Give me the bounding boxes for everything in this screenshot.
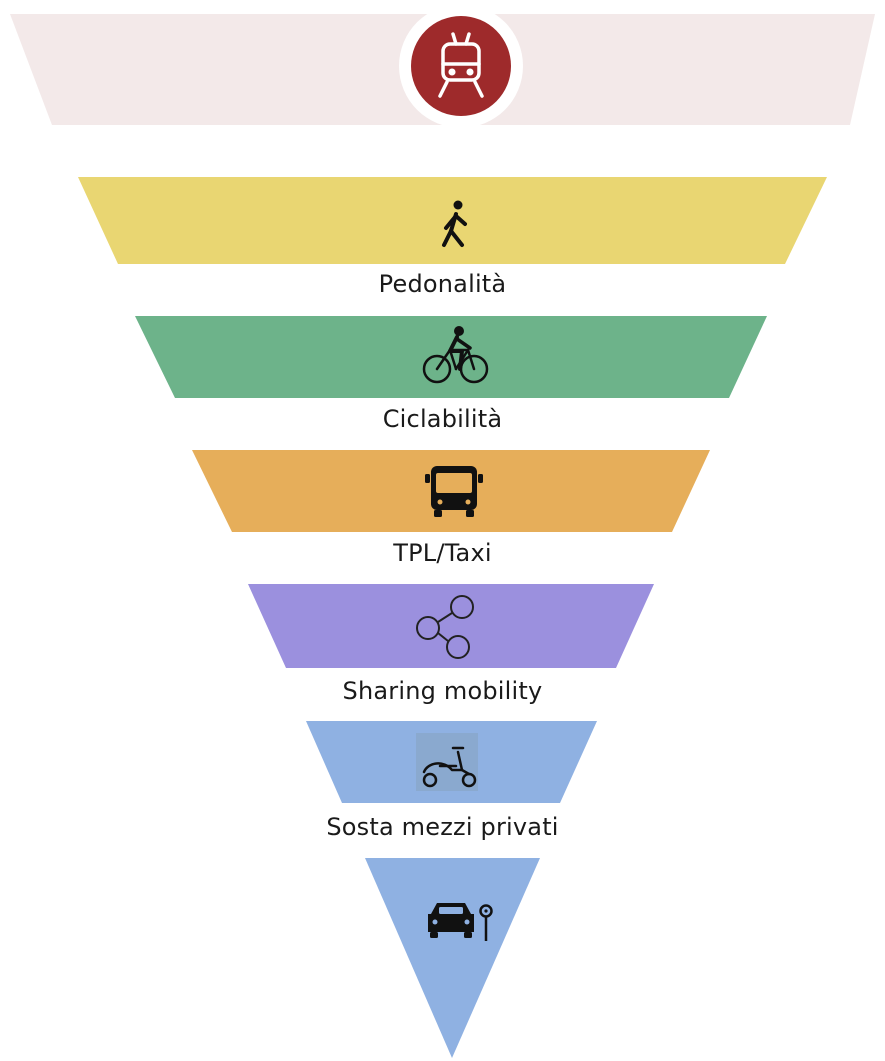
scooter-icon — [416, 733, 478, 791]
pedestrian-icon — [442, 200, 467, 247]
tier-band-sharing-mobility — [248, 584, 654, 668]
car-parking-icon — [428, 903, 493, 941]
bus-icon — [425, 466, 483, 517]
tier-label-sharing-mobility: Sharing mobility — [342, 677, 543, 705]
bicycle-icon — [422, 326, 489, 384]
tier-band-parking — [365, 858, 540, 1058]
hub-circle — [411, 16, 511, 116]
tier-label-ciclabilita: Ciclabilità — [382, 405, 503, 433]
tier-label-pedonalita: Pedonalità — [378, 270, 507, 298]
train-icon — [438, 32, 484, 98]
tier-label-tpl-taxi: TPL/Taxi — [393, 539, 492, 567]
tier-label-sosta-mezzi-privati: Sosta mezzi privati — [326, 813, 559, 841]
share-icon — [416, 595, 474, 659]
